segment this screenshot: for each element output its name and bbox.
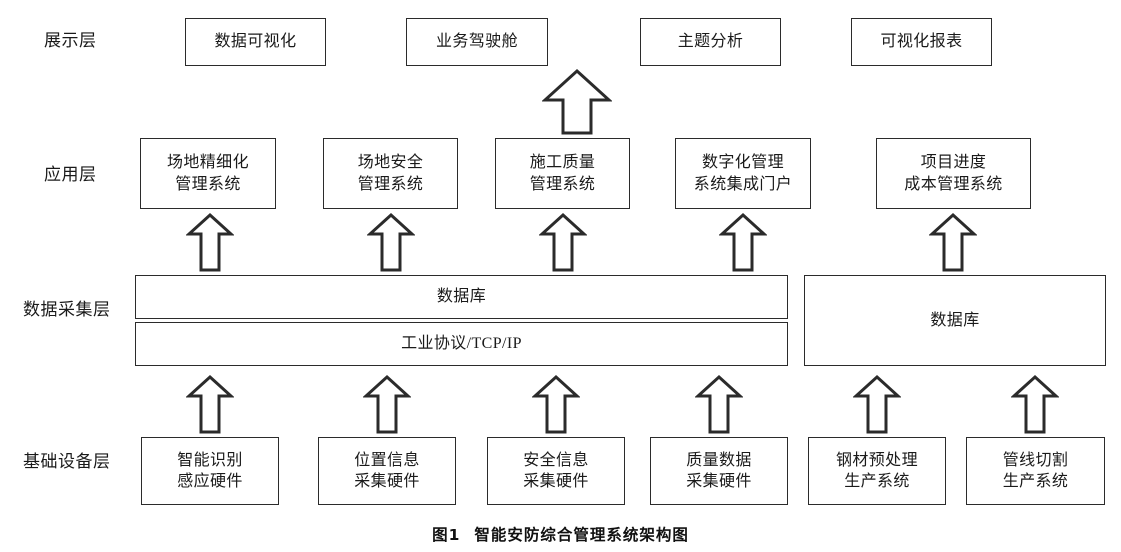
arrow-up-icon-hardware-to-data-5	[853, 374, 901, 435]
layer-label-application: 应用层	[44, 165, 97, 184]
arrow-up-icon-hardware-to-data-2	[363, 374, 411, 435]
figure-caption-title: 智能安防综合管理系统架构图	[474, 526, 689, 544]
layer-label-infrastructure: 基础设备层	[23, 452, 111, 471]
infrastructure-box-location-info-collection[interactable]: 位置信息 采集硬件	[318, 437, 456, 505]
application-box-project-progress-cost-management[interactable]: 项目进度 成本管理系统	[876, 138, 1031, 209]
arrow-up-icon-data-to-app-2	[367, 212, 415, 273]
infrastructure-box-quality-data-collection[interactable]: 质量数据 采集硬件	[650, 437, 788, 505]
arrow-up-icon-hardware-to-data-3	[532, 374, 580, 435]
layer-label-presentation: 展示层	[44, 31, 97, 50]
infrastructure-box-steel-pretreatment-production[interactable]: 钢材预处理 生产系统	[808, 437, 946, 505]
data-layer-bar-industrial-protocol[interactable]: 工业协议/TCP/IP	[135, 322, 788, 366]
arrow-up-icon-data-to-app-3	[539, 212, 587, 273]
figure-caption: 图1 智能安防综合管理系统架构图	[0, 523, 1121, 545]
arrow-up-icon-hardware-to-data-6	[1011, 374, 1059, 435]
infrastructure-box-pipeline-cutting-production[interactable]: 管线切割 生产系统	[966, 437, 1105, 505]
infrastructure-box-safety-info-collection[interactable]: 安全信息 采集硬件	[487, 437, 625, 505]
application-box-digital-management-portal[interactable]: 数字化管理 系统集成门户	[675, 138, 811, 209]
arrow-up-icon-data-to-app-1	[186, 212, 234, 273]
arrow-up-icon-hardware-to-data-1	[186, 374, 234, 435]
application-box-construction-quality-management[interactable]: 施工质量 管理系统	[495, 138, 630, 209]
presentation-box-business-cockpit[interactable]: 业务驾驶舱	[406, 18, 548, 66]
arrow-up-icon-app-to-presentation	[542, 68, 612, 136]
figure-caption-number: 图1	[432, 526, 461, 544]
application-box-site-refined-management[interactable]: 场地精细化 管理系统	[140, 138, 276, 209]
data-layer-bar-database[interactable]: 数据库	[135, 275, 788, 319]
presentation-box-data-visualization[interactable]: 数据可视化	[185, 18, 326, 66]
layer-label-data-collection: 数据采集层	[23, 300, 111, 319]
infrastructure-box-smart-recognition-sensor[interactable]: 智能识别 感应硬件	[141, 437, 279, 505]
application-box-site-safety-management[interactable]: 场地安全 管理系统	[323, 138, 458, 209]
arrow-up-icon-data-to-app-4	[719, 212, 767, 273]
arrow-up-icon-data-to-app-5	[929, 212, 977, 273]
arrow-up-icon-hardware-to-data-4	[695, 374, 743, 435]
data-layer-box-database-right[interactable]: 数据库	[804, 275, 1106, 366]
presentation-box-topic-analysis[interactable]: 主题分析	[640, 18, 781, 66]
presentation-box-visual-report[interactable]: 可视化报表	[851, 18, 992, 66]
